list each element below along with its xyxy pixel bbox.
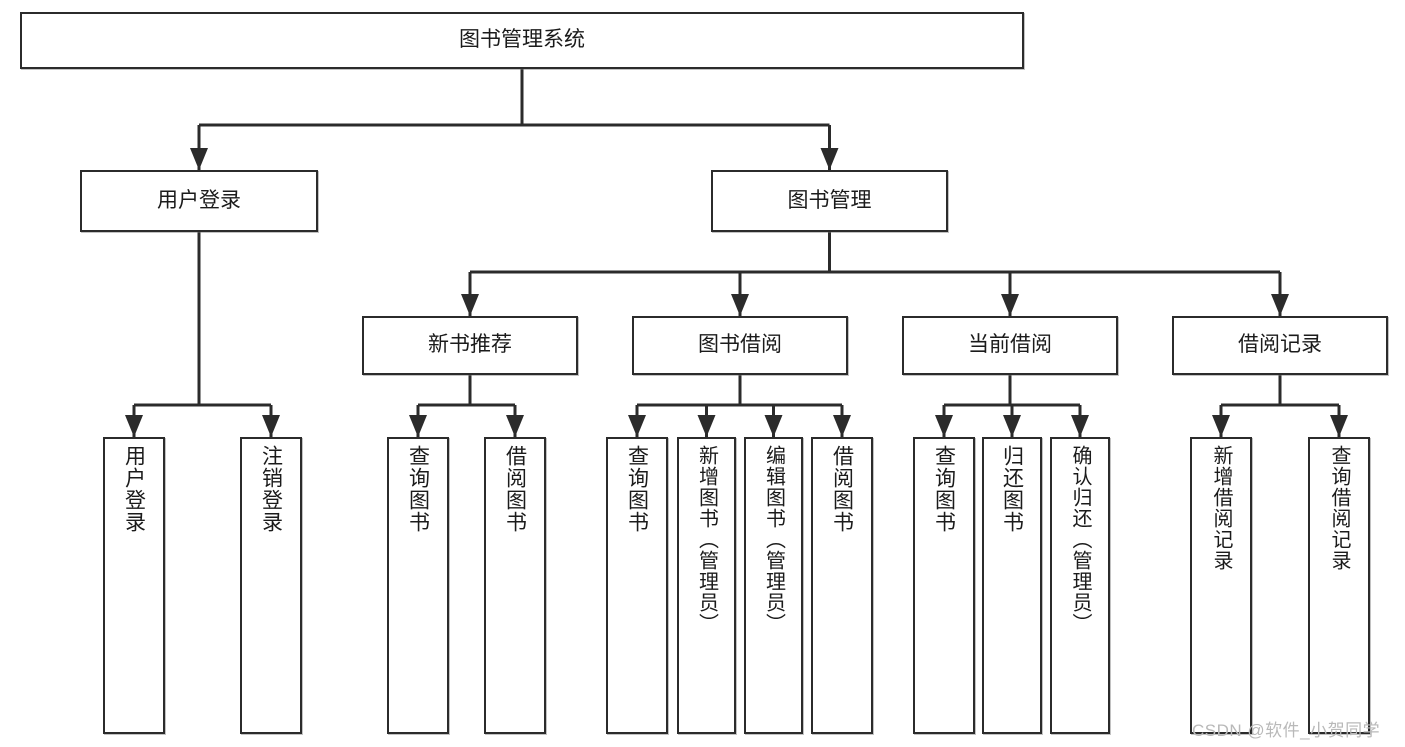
node-label: 注销登录 (259, 445, 283, 533)
node-label: 新增借阅记录 (1210, 445, 1232, 571)
edge-arrowhead (935, 415, 953, 437)
node-label: 查询借阅记录 (1328, 445, 1350, 571)
edge-arrowhead (1330, 415, 1348, 437)
node-label: 新书推荐 (428, 333, 512, 357)
node-leaf-cb-query[interactable]: 查询图书 (913, 437, 975, 734)
node-leaf-bb-add[interactable]: 新增图书（管理员） (677, 437, 736, 734)
node-book-manage[interactable]: 图书管理 (711, 170, 948, 232)
node-label: 用户登录 (157, 188, 241, 212)
edge-arrowhead (461, 294, 479, 316)
node-user-login[interactable]: 用户登录 (80, 170, 318, 232)
edge-arrowhead (764, 415, 783, 437)
node-label: 图书管理系统 (459, 28, 585, 52)
node-label: 借阅记录 (1238, 333, 1322, 357)
node-leaf-bb-borrow[interactable]: 借阅图书 (811, 437, 873, 734)
node-label: 确认归还（管理员） (1069, 445, 1091, 634)
edge-arrowhead (628, 415, 646, 437)
node-leaf-user-login[interactable]: 用户登录 (103, 437, 165, 734)
edge-arrowhead (506, 415, 524, 437)
node-current-borrow[interactable]: 当前借阅 (902, 316, 1118, 375)
edge-arrowhead (820, 148, 839, 170)
node-label: 新增图书（管理员） (695, 445, 718, 634)
node-borrow-record[interactable]: 借阅记录 (1172, 316, 1388, 375)
node-label: 借阅图书 (503, 445, 527, 533)
csdn-watermark: CSDN @软件_小贺同学 (1192, 721, 1381, 740)
node-leaf-nb-query[interactable]: 查询图书 (387, 437, 449, 734)
node-label: 查询图书 (625, 445, 649, 533)
node-leaf-br-add[interactable]: 新增借阅记录 (1190, 437, 1252, 734)
node-label: 图书借阅 (698, 333, 782, 357)
edge-arrowhead (697, 415, 716, 437)
edge-arrowhead (1071, 415, 1089, 437)
node-label: 图书管理 (787, 188, 872, 212)
edge-arrowhead (1212, 415, 1230, 437)
node-leaf-logout[interactable]: 注销登录 (240, 437, 302, 734)
edge-arrowhead (190, 148, 208, 170)
node-book-borrow[interactable]: 图书借阅 (632, 316, 848, 375)
edge-arrowhead (1003, 415, 1021, 437)
edge-arrowhead (731, 294, 749, 316)
node-leaf-cb-confirm[interactable]: 确认归还（管理员） (1050, 437, 1110, 734)
node-new-book-rec[interactable]: 新书推荐 (362, 316, 578, 375)
node-root[interactable]: 图书管理系统 (20, 12, 1024, 69)
node-label: 查询图书 (932, 445, 956, 533)
node-label: 归还图书 (1000, 445, 1024, 533)
node-label: 编辑图书（管理员） (762, 445, 785, 634)
node-label: 当前借阅 (968, 333, 1052, 357)
edge-arrowhead (1001, 294, 1019, 316)
edge-arrowhead (125, 415, 143, 437)
node-leaf-bb-query[interactable]: 查询图书 (606, 437, 668, 734)
node-label: 借阅图书 (830, 445, 854, 533)
edge-arrowhead (262, 415, 280, 437)
node-label: 查询图书 (406, 445, 430, 533)
node-leaf-bb-edit[interactable]: 编辑图书（管理员） (744, 437, 803, 734)
node-leaf-nb-borrow[interactable]: 借阅图书 (484, 437, 546, 734)
edge-arrowhead (833, 415, 851, 437)
node-label: 用户登录 (122, 445, 146, 533)
edge-arrowhead (1271, 294, 1289, 316)
edge-arrowhead (409, 415, 427, 437)
node-leaf-cb-return[interactable]: 归还图书 (982, 437, 1042, 734)
node-leaf-br-query[interactable]: 查询借阅记录 (1308, 437, 1370, 734)
